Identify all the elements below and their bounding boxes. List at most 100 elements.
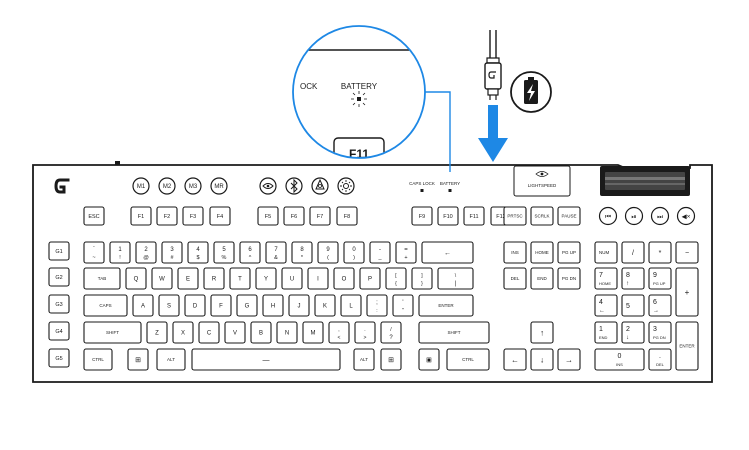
key-g5[interactable]: G5 bbox=[48, 348, 70, 368]
key-pg-dn[interactable]: PG DN bbox=[557, 267, 581, 290]
key-r[interactable]: R bbox=[203, 267, 225, 290]
key-f5[interactable]: F5 bbox=[257, 206, 279, 226]
key-arrow-left[interactable]: ← bbox=[503, 348, 527, 371]
key-left-ctrl[interactable]: CTRL bbox=[83, 348, 113, 371]
numpad-plus[interactable]: + bbox=[675, 267, 699, 317]
key-scrlk[interactable]: SCRLK bbox=[530, 206, 554, 226]
key-f10[interactable]: F10 bbox=[437, 206, 459, 226]
lighting-icon[interactable] bbox=[311, 177, 329, 195]
mute-icon[interactable]: ◀× bbox=[676, 206, 696, 226]
key-enter[interactable]: ENTER bbox=[418, 294, 474, 317]
key-k[interactable]: K bbox=[314, 294, 336, 317]
numpad-sym[interactable]: * bbox=[648, 241, 672, 264]
windows-icon[interactable]: ⊞ bbox=[127, 348, 149, 371]
key-backslash[interactable]: \| bbox=[437, 267, 474, 290]
key-right-shift[interactable]: SHIFT bbox=[418, 321, 490, 344]
key-space[interactable]: — bbox=[191, 348, 341, 371]
key-m[interactable]: M bbox=[302, 321, 324, 344]
key-left-shift[interactable]: SHIFT bbox=[83, 321, 142, 344]
key-2[interactable]: 2@ bbox=[135, 241, 157, 264]
key-y[interactable]: Y bbox=[255, 267, 277, 290]
key-e[interactable]: E bbox=[177, 267, 199, 290]
key-s[interactable]: S bbox=[158, 294, 180, 317]
key-x[interactable]: X bbox=[172, 321, 194, 344]
key-0[interactable]: 0) bbox=[343, 241, 365, 264]
key-q[interactable]: Q bbox=[125, 267, 147, 290]
key-v[interactable]: V bbox=[224, 321, 246, 344]
key-f8[interactable]: F8 bbox=[336, 206, 358, 226]
key-p[interactable]: P bbox=[359, 267, 381, 290]
key-o[interactable]: O bbox=[333, 267, 355, 290]
key-8[interactable]: 8* bbox=[291, 241, 313, 264]
key-g[interactable]: G bbox=[236, 294, 258, 317]
key-5[interactable]: 5% bbox=[213, 241, 235, 264]
key-sym[interactable]: `~ bbox=[83, 241, 105, 264]
key-f3[interactable]: F3 bbox=[182, 206, 204, 226]
key-3[interactable]: 3# bbox=[161, 241, 183, 264]
windows-icon-right[interactable]: ⊞ bbox=[380, 348, 402, 371]
key-del[interactable]: DEL bbox=[503, 267, 527, 290]
key-sym[interactable]: -_ bbox=[369, 241, 391, 264]
key-caps[interactable]: CAPS bbox=[83, 294, 128, 317]
key-comma[interactable]: ,< bbox=[328, 321, 350, 344]
key-f7[interactable]: F7 bbox=[309, 206, 331, 226]
macro-key-m2[interactable]: M2 bbox=[158, 177, 176, 195]
key-i[interactable]: I bbox=[307, 267, 329, 290]
key-g2[interactable]: G2 bbox=[48, 267, 70, 287]
key-h[interactable]: H bbox=[262, 294, 284, 317]
key-a[interactable]: A bbox=[132, 294, 154, 317]
key-home[interactable]: HOME bbox=[530, 241, 554, 264]
numpad-5[interactable]: 5 bbox=[621, 294, 645, 317]
key-pg-up[interactable]: PG UP bbox=[557, 241, 581, 264]
key-z[interactable]: Z bbox=[146, 321, 168, 344]
numpad-2[interactable]: 2↓ bbox=[621, 321, 645, 344]
key-f1[interactable]: F1 bbox=[130, 206, 152, 226]
numpad-dot[interactable]: .DEL bbox=[648, 348, 672, 371]
key-j[interactable]: J bbox=[288, 294, 310, 317]
key-f[interactable]: F bbox=[210, 294, 232, 317]
key-f9[interactable]: F9 bbox=[411, 206, 433, 226]
numpad-8[interactable]: 8↑ bbox=[621, 267, 645, 290]
key-bracket-left[interactable]: [{ bbox=[385, 267, 407, 290]
key-bracket-right[interactable]: ]} bbox=[411, 267, 433, 290]
volume-roller[interactable] bbox=[600, 166, 690, 196]
key-9[interactable]: 9( bbox=[317, 241, 339, 264]
numpad-6[interactable]: 6→ bbox=[648, 294, 672, 317]
key-w[interactable]: W bbox=[151, 267, 173, 290]
key-g1[interactable]: G1 bbox=[48, 241, 70, 261]
key-c[interactable]: C bbox=[198, 321, 220, 344]
key-left-alt[interactable]: ALT bbox=[156, 348, 186, 371]
key-l[interactable]: L bbox=[340, 294, 362, 317]
menu-icon[interactable]: ▣ bbox=[418, 348, 440, 371]
numpad-sym[interactable]: / bbox=[621, 241, 645, 264]
brightness-icon[interactable] bbox=[337, 177, 355, 195]
key-tab[interactable]: TAB bbox=[83, 267, 121, 290]
key-right-alt[interactable]: ALT bbox=[353, 348, 375, 371]
key-g4[interactable]: G4 bbox=[48, 321, 70, 341]
key-esc[interactable]: ESC bbox=[83, 206, 105, 226]
key-semicolon[interactable]: ;: bbox=[366, 294, 388, 317]
numpad-sym[interactable]: − bbox=[675, 241, 699, 264]
macro-key-m3[interactable]: M3 bbox=[184, 177, 202, 195]
numpad-9[interactable]: 9PG UP bbox=[648, 267, 672, 290]
key-b[interactable]: B bbox=[250, 321, 272, 344]
key-sym[interactable]: =+ bbox=[395, 241, 417, 264]
key-t[interactable]: T bbox=[229, 267, 251, 290]
game-mode-icon[interactable] bbox=[259, 177, 277, 195]
key-g3[interactable]: G3 bbox=[48, 294, 70, 314]
key-f6[interactable]: F6 bbox=[283, 206, 305, 226]
previous-track-icon[interactable]: ⏮ bbox=[598, 206, 618, 226]
key-period[interactable]: .> bbox=[354, 321, 376, 344]
key-slash[interactable]: /? bbox=[380, 321, 402, 344]
play-pause-icon[interactable]: ⏯ bbox=[624, 206, 644, 226]
key-7[interactable]: 7& bbox=[265, 241, 287, 264]
key-ins[interactable]: INS bbox=[503, 241, 527, 264]
key-n[interactable]: N bbox=[276, 321, 298, 344]
key-f11[interactable]: F11 bbox=[463, 206, 485, 226]
key-6[interactable]: 6^ bbox=[239, 241, 261, 264]
key-arrow-down[interactable]: ↓ bbox=[530, 348, 554, 371]
key-end[interactable]: END bbox=[530, 267, 554, 290]
